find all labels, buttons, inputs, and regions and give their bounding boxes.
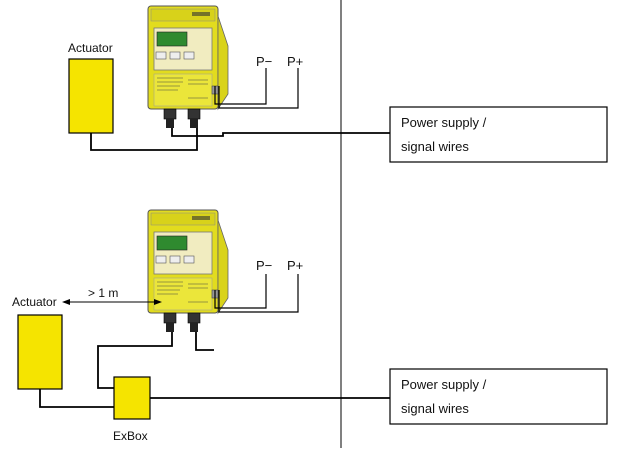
top-actuator-label: Actuator	[68, 41, 113, 55]
bottom-key-mid	[169, 255, 181, 264]
bottom-power-supply-line1: Power supply /	[401, 377, 487, 392]
bottom-power-supply-line2: signal wires	[401, 401, 469, 416]
top-section: Actuator	[68, 5, 608, 163]
distance-label: > 1 m	[88, 286, 118, 300]
top-actuator-box	[68, 58, 114, 134]
bottom-device-stub-wire	[195, 332, 214, 351]
top-p-minus-line	[214, 68, 267, 105]
top-power-supply-line1: Power supply /	[401, 115, 487, 130]
top-key-left	[155, 51, 167, 60]
distance-arrow-left	[62, 299, 70, 305]
top-gland-left	[163, 108, 177, 120]
top-key-mid	[169, 51, 181, 60]
top-key-right	[183, 51, 195, 60]
bottom-gland-right	[187, 312, 201, 324]
top-lcd-display	[156, 31, 188, 47]
bottom-transmitter-device	[147, 209, 229, 332]
top-supply-wire	[171, 128, 390, 137]
bottom-p-plus-line	[218, 274, 299, 313]
bottom-p-minus-label: P−	[256, 258, 272, 273]
top-power-supply-box	[389, 106, 608, 163]
bottom-gland-left	[163, 312, 177, 324]
top-p-minus-label: P−	[256, 54, 272, 69]
bottom-p-minus-line	[214, 274, 267, 309]
bottom-lcd-display	[156, 235, 188, 251]
bottom-key-right	[183, 255, 195, 264]
exbox	[113, 376, 151, 420]
top-power-supply-line2: signal wires	[401, 139, 469, 154]
distance-arrow-right	[154, 299, 162, 305]
top-p-plus-line	[218, 68, 299, 109]
bottom-actuator-label: Actuator	[12, 295, 57, 309]
top-p-plus-label: P+	[287, 54, 303, 69]
bottom-actuator-box	[17, 314, 63, 390]
bottom-power-supply-box	[389, 368, 608, 425]
top-actuator-wire	[90, 128, 198, 151]
bottom-actuator-wire	[39, 389, 114, 408]
exbox-label: ExBox	[113, 429, 148, 443]
bottom-key-left	[155, 255, 167, 264]
top-transmitter-device	[147, 5, 229, 128]
top-gland-right	[187, 108, 201, 120]
bottom-device-exbox-wire	[97, 332, 173, 389]
bottom-p-plus-label: P+	[287, 258, 303, 273]
bottom-section: P− P+ Actuator > 1 m ExBox Power supply …	[12, 209, 608, 443]
